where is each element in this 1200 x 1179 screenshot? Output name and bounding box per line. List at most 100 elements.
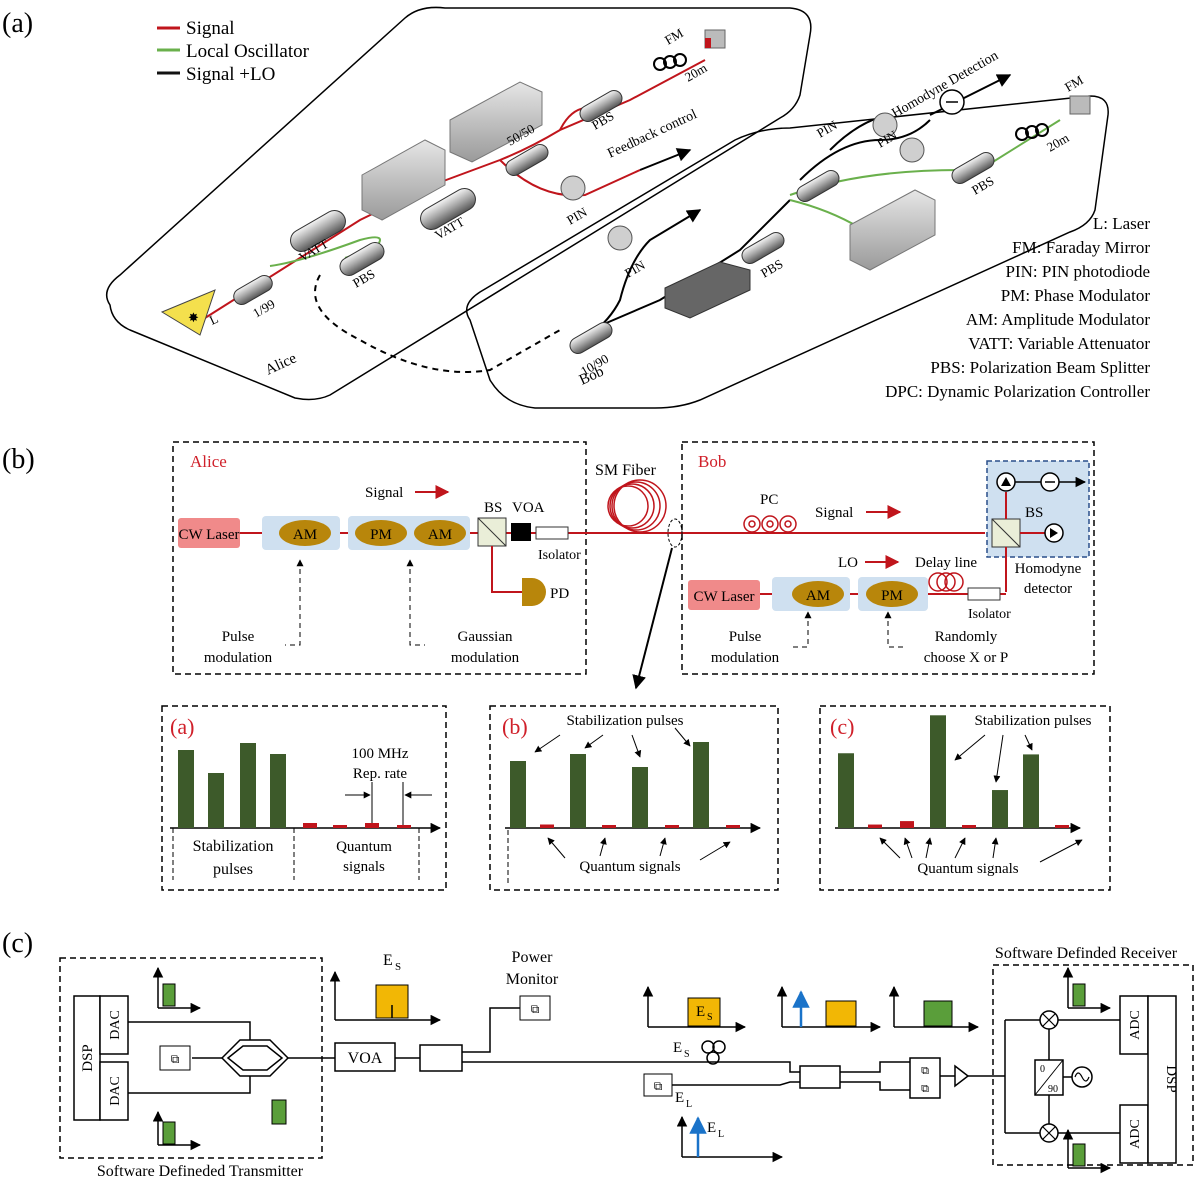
legend-signal: Signal (186, 18, 235, 39)
svg-text:90: 90 (1048, 1084, 1058, 1095)
alice-cylinders (233, 90, 623, 305)
svg-text:Quantum: Quantum (336, 839, 392, 855)
laser-label: L (207, 311, 221, 328)
svg-text:Isolator: Isolator (538, 548, 581, 563)
bob-homodyne-path (799, 119, 931, 181)
svg-text:AM: AM (293, 527, 317, 543)
glossary-item: PBS: Polarization Beam Splitter (930, 358, 1150, 377)
inset-c-box (819, 705, 1111, 891)
tx-dac-bottom (99, 1061, 129, 1121)
svg-text:S: S (684, 1049, 690, 1060)
svg-text:DAC: DAC (108, 1010, 123, 1040)
bob-pin-path (589, 209, 702, 336)
svg-text:PC: PC (760, 492, 778, 508)
stabilization-pulse-bar (510, 761, 526, 828)
bob-box (681, 441, 1095, 675)
svg-text:DAC: DAC (108, 1076, 123, 1106)
fiber-label: SM Fiber (595, 462, 657, 479)
rx-wires (672, 1019, 1120, 1134)
rx-spectrum-bottom (1062, 1128, 1112, 1174)
svg-text:BS: BS (484, 500, 502, 516)
tx-laser-icon (159, 1045, 191, 1071)
svg-text:pulses: pulses (213, 861, 253, 878)
svg-text:signals: signals (343, 859, 385, 875)
label-199: 1/99 (250, 296, 278, 321)
bob-pulse-mod-line (790, 611, 812, 648)
quantum-signal-bar (868, 824, 882, 828)
es-label: E (383, 952, 393, 969)
svg-text:⧉: ⧉ (921, 1065, 929, 1077)
alice-fm (653, 29, 726, 71)
svg-text:Gaussian: Gaussian (458, 629, 513, 645)
svg-text:DSP: DSP (80, 1044, 96, 1072)
glossary-item: DPC: Dynamic Polarization Controller (885, 382, 1150, 401)
svg-text:Quantum signals: Quantum signals (917, 861, 1018, 877)
legend-combined: Signal +LO (186, 64, 275, 85)
fiber-link (314, 274, 561, 373)
glossary-item: AM: Amplitude Modulator (966, 310, 1151, 329)
rx-spectrum-lo (676, 1115, 784, 1163)
svg-text:PD: PD (550, 586, 569, 602)
svg-text:Rep. rate: Rep. rate (353, 766, 407, 782)
bob-lo-path (789, 199, 861, 229)
svg-text:CW Laser: CW Laser (179, 527, 240, 543)
svg-text:BS: BS (1025, 505, 1043, 521)
svg-text:⧉: ⧉ (171, 1052, 180, 1066)
bob-pm (866, 581, 918, 607)
pbs-bob1-cylinder (741, 232, 785, 264)
svg-text:100 MHz: 100 MHz (351, 746, 408, 762)
stabilization-pulse-bar (693, 742, 709, 828)
rx-spectrum-mixed (776, 985, 882, 1033)
pbs-fm-cylinder (579, 90, 623, 123)
am-box (449, 81, 543, 163)
label-pbs-bob1: PBS (758, 256, 786, 281)
svg-text:Homodyne: Homodyne (1015, 561, 1082, 577)
svg-text:choose X or P: choose X or P (924, 650, 1009, 666)
label-fiber-alice: 20m (682, 60, 710, 85)
label-pin-bob1: PIN (622, 257, 648, 281)
stabilization-pulse-bar (270, 754, 286, 828)
svg-text:Stabilization pulses: Stabilization pulses (974, 713, 1091, 729)
bob-signal-label: Signal (815, 505, 853, 521)
svg-text:modulation: modulation (711, 650, 780, 666)
alice-am2 (414, 520, 466, 546)
inset-bars (170, 715, 1082, 834)
quantum-signal-bar (726, 825, 740, 828)
bob-am (792, 581, 844, 607)
alice-gauss-mod-line (406, 559, 425, 646)
pbs-bob2-cylinder (951, 152, 995, 184)
inset-a-label: (a) (170, 714, 194, 739)
legend: Signal Local Oscillator Signal +LO (157, 18, 310, 85)
alice-cw-laser (178, 518, 240, 548)
svg-text:⧉: ⧉ (531, 1002, 540, 1016)
svg-text:CW Laser: CW Laser (694, 589, 755, 605)
bob-pc (743, 515, 797, 533)
pin-alice-sphere (560, 175, 586, 201)
stabilization-pulse-bar (930, 715, 946, 828)
quantum-signal-bar (365, 823, 379, 828)
svg-text:L: L (718, 1129, 724, 1140)
vatt2-cylinder (420, 188, 476, 230)
panel-b: (b) Alice CW Laser AM PM AM Signal BS VO… (2, 441, 1111, 891)
svg-text:VOA: VOA (348, 1050, 383, 1067)
quantum-signal-bar (540, 824, 554, 828)
svg-text:L: L (686, 1099, 692, 1110)
rx-spectrum-top (1062, 966, 1112, 1014)
stabilization-pulse-bar (838, 753, 854, 828)
legend-lo: Local Oscillator (186, 41, 310, 62)
svg-text:Pulse: Pulse (222, 629, 255, 645)
dpc-box (664, 261, 751, 319)
bob-beams (589, 74, 1061, 336)
panel-c: (c) Software Defineded Transmitter DSP D… (2, 928, 1194, 1179)
receiver-box (992, 964, 1194, 1166)
bob-pm-box (849, 189, 936, 271)
alice-pulse-mod-line (285, 559, 304, 646)
quantum-signal-bar (602, 825, 616, 828)
svg-text:ADC: ADC (1128, 1119, 1143, 1149)
vatt1-cylinder (290, 210, 346, 252)
label-fm-bob: FM (1062, 72, 1086, 95)
tx-dsp (73, 995, 101, 1121)
alice-pd (522, 578, 546, 606)
bob-split-cylinder (796, 170, 840, 202)
